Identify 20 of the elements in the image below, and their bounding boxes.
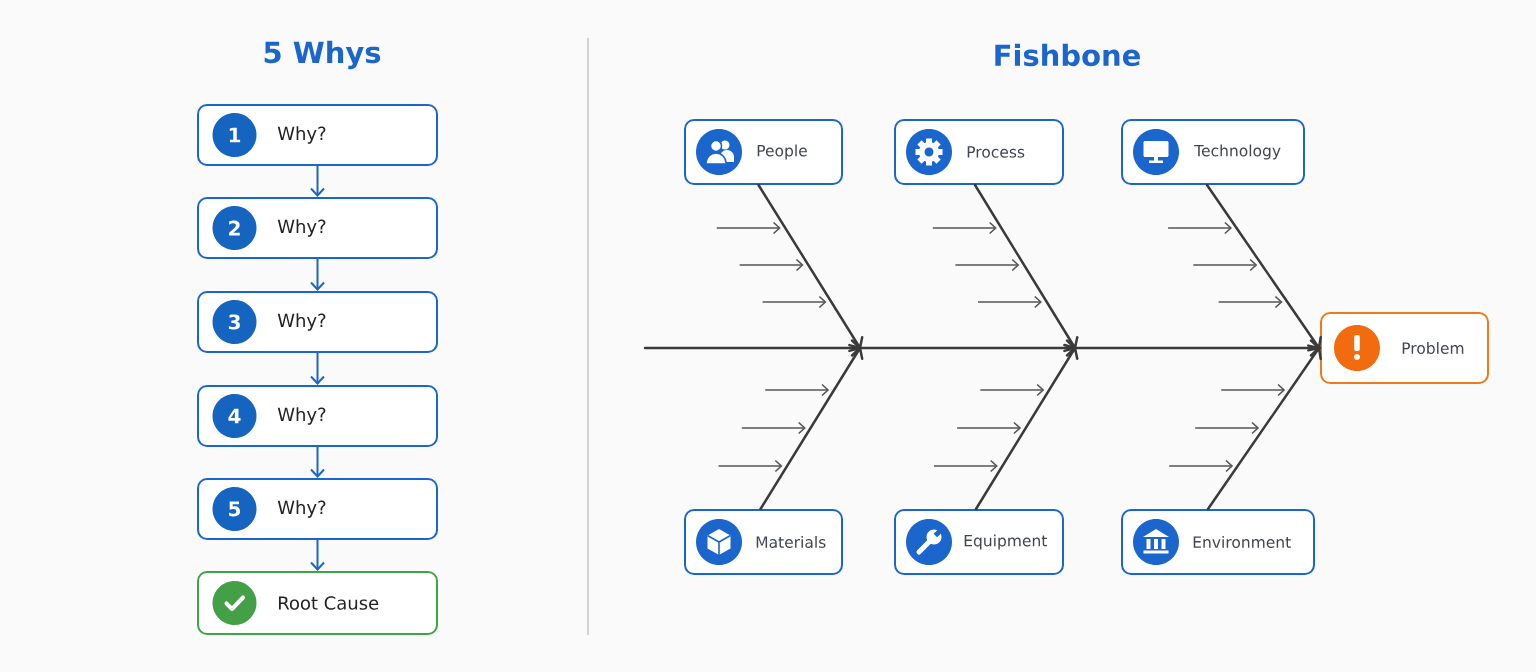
number-badge: 4 xyxy=(212,394,257,438)
number-badge: 1 xyxy=(212,113,257,157)
bone-arrow xyxy=(759,346,864,511)
bone-arrow xyxy=(974,346,1079,511)
bone-arrow xyxy=(973,183,1079,350)
arrow xyxy=(310,539,325,571)
heading: Fishbone xyxy=(995,43,1140,67)
arrow xyxy=(310,352,325,385)
number-badge: 3 xyxy=(212,300,257,344)
bone-arrow xyxy=(1206,346,1322,511)
arrow xyxy=(310,165,325,197)
bone-arrow xyxy=(757,183,864,350)
heading: 5 Whys xyxy=(264,40,381,70)
arrow xyxy=(310,258,325,291)
arrow xyxy=(310,446,325,478)
number-badge: 5 xyxy=(212,487,257,531)
number-badge: 2 xyxy=(212,206,257,250)
spine-arrow xyxy=(643,339,1322,357)
root-cause-box: Root Cause xyxy=(197,571,438,635)
bone-arrow xyxy=(1205,183,1322,350)
